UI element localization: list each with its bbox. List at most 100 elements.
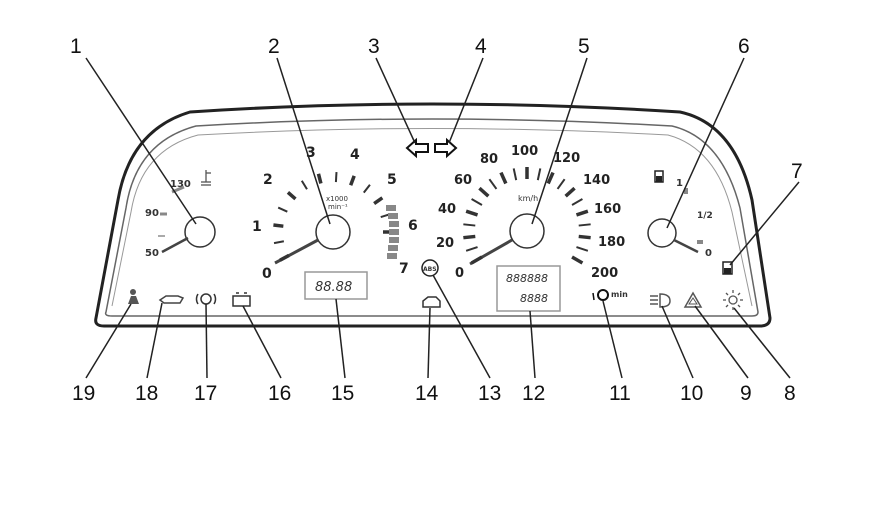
callout-12: 12 — [522, 382, 545, 405]
low-fuel-icon — [722, 261, 733, 275]
tachometer-tick — [273, 240, 285, 245]
callout-8: 8 — [784, 382, 796, 405]
leader-line-18 — [146, 302, 163, 379]
battery-charge-icon — [232, 292, 251, 307]
tachometer-tick — [279, 253, 290, 262]
speed-label-40: 40 — [438, 202, 456, 217]
leader-line-16 — [242, 305, 282, 379]
fuel-gauge-hub — [647, 218, 677, 248]
speedometer-tick — [463, 223, 476, 227]
tachometer-tick — [349, 175, 356, 186]
callout-17: 17 — [194, 382, 217, 405]
tacho-label-4: 4 — [350, 147, 360, 163]
fuel-gauge: 1 1/2 0 — [647, 170, 713, 259]
speedometer-tick — [465, 246, 478, 252]
callout-16: 16 — [268, 382, 291, 405]
temp-label-50: 50 — [145, 248, 159, 259]
speedometer-tick — [488, 178, 498, 190]
speed-label-160: 160 — [594, 202, 621, 217]
tacho-label-1: 1 — [252, 219, 262, 235]
sidelights-icon — [723, 290, 743, 310]
temperature-gauge: 130 90 50 — [145, 170, 216, 259]
leader-line-2 — [276, 57, 331, 225]
speedometer-tick — [536, 168, 542, 181]
callout-numbers: 1 2 3 4 5 6 7 8 9 10 11 12 13 14 15 16 1… — [70, 35, 803, 405]
leader-line-14 — [427, 307, 431, 379]
callout-3: 3 — [368, 35, 380, 58]
callout-11: 11 — [609, 382, 631, 405]
callout-1: 1 — [70, 35, 82, 58]
tachometer-tick — [334, 172, 338, 183]
callout-19: 19 — [72, 382, 95, 405]
tacho-unit-line2: min⁻¹ — [328, 203, 348, 211]
speedometer-tick — [556, 178, 566, 190]
callout-2: 2 — [268, 35, 280, 58]
leader-lines — [85, 57, 800, 379]
speedometer-ticks — [463, 167, 591, 265]
speedometer-tick — [463, 234, 476, 240]
speed-label-120: 120 — [553, 151, 580, 166]
speedometer-tick — [571, 255, 584, 265]
tachometer: 0 1 2 3 4 5 6 7 x1000 min⁻¹ — [252, 145, 418, 282]
tacho-unit-line1: x1000 — [326, 195, 348, 203]
tacho-label-2: 2 — [263, 172, 273, 188]
speedometer-tick — [465, 209, 479, 217]
high-beam-icon — [650, 293, 671, 308]
odometer-total: 888888 — [506, 272, 548, 285]
leader-line-13 — [432, 274, 491, 379]
speed-label-80: 80 — [480, 152, 498, 167]
speed-label-200: 200 — [591, 266, 618, 281]
choke-lamp: min — [592, 289, 628, 301]
tacho-label-5: 5 — [387, 172, 397, 188]
callout-13: 13 — [478, 382, 501, 405]
left-turn-indicator-icon — [405, 137, 429, 159]
callout-14: 14 — [415, 382, 439, 405]
leader-line-7 — [729, 181, 800, 266]
clock-display-digits: 88.88 — [315, 280, 352, 295]
cluster-inner-frame — [104, 118, 759, 317]
tachometer-hub — [315, 214, 351, 250]
fuel-label-half: 1/2 — [697, 211, 713, 221]
leader-line-10 — [661, 305, 694, 379]
right-turn-indicator-icon — [434, 137, 458, 159]
tachometer-tick — [373, 196, 384, 205]
leader-line-6 — [666, 57, 745, 229]
fuel-gauge-needle — [673, 238, 699, 254]
tachometer-tick — [273, 223, 284, 228]
tacho-label-7: 7 — [399, 261, 409, 277]
choke-lamp-text: min — [611, 290, 628, 299]
speedometer: 0 20 40 60 80 100 120 140 160 180 200 km… — [436, 144, 625, 281]
callout-10: 10 — [680, 382, 703, 405]
tacho-label-6: 6 — [408, 218, 418, 234]
leader-line-15 — [335, 298, 346, 379]
speedometer-tick — [571, 198, 583, 206]
odometer-display: 888888 8888 — [496, 265, 561, 312]
speedometer-tick — [578, 223, 591, 227]
speed-unit: km/h — [518, 194, 538, 203]
tachometer-tick — [286, 191, 297, 201]
tacho-redline — [386, 205, 399, 259]
speed-label-180: 180 — [598, 235, 625, 250]
speedometer-tick — [470, 255, 483, 265]
tacho-label-0: 0 — [262, 266, 272, 282]
tachometer-tick — [362, 184, 371, 194]
speedometer-tick — [576, 246, 589, 252]
clock-display: 88.88 — [304, 271, 368, 300]
fuel-tick-2 — [697, 240, 703, 244]
fuel-label-empty: 0 — [705, 248, 712, 259]
fuel-pump-icon — [654, 170, 664, 183]
speed-label-100: 100 — [511, 144, 538, 159]
callout-4: 4 — [475, 35, 487, 58]
speed-label-0: 0 — [455, 266, 464, 281]
tachometer-ticks — [273, 172, 393, 262]
seatbelt-warning-icon — [128, 289, 139, 304]
callout-5: 5 — [578, 35, 590, 58]
callout-7: 7 — [791, 160, 803, 183]
temperature-gauge-needle — [161, 236, 189, 254]
cluster-inner-frame-2 — [111, 128, 753, 307]
temp-label-130: 130 — [170, 179, 191, 190]
leader-line-1 — [85, 57, 197, 225]
brake-warning-icon — [195, 293, 217, 305]
abs-lamp-text: ABS — [423, 266, 437, 273]
speedometer-tick — [578, 234, 591, 240]
